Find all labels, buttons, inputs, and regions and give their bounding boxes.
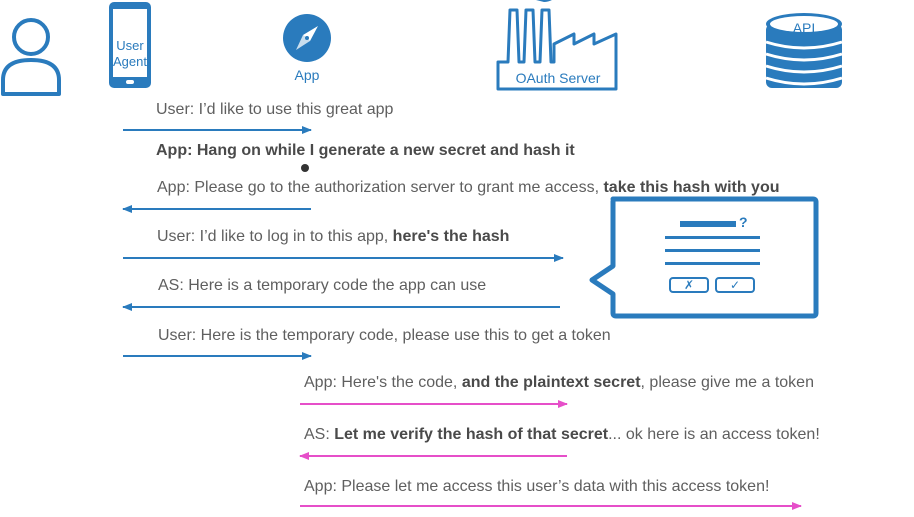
- dialog-question-mark: ?: [739, 214, 748, 230]
- message-3-part-1: App: Please go to the authorization serv…: [157, 179, 604, 196]
- api-label: API: [792, 20, 816, 36]
- message-5: AS: Here is a temporary code the app can…: [158, 277, 486, 295]
- message-5-part-1: AS: Here is a temporary code the app can…: [158, 277, 487, 294]
- message-2: App: Hang on while I generate a new secr…: [156, 142, 575, 160]
- dialog-cancel-glyph: ✗: [683, 278, 695, 292]
- message-8: AS: Let me verify the hash of that secre…: [304, 426, 820, 444]
- factory-icon: [496, 0, 618, 91]
- message-6-part-1: User: Here is the temporary code, please…: [158, 327, 611, 344]
- message-6: User: Here is the temporary code, please…: [158, 327, 611, 345]
- phone-home-button: [126, 80, 134, 84]
- message-7: App: Here's the code, and the plaintext …: [304, 374, 814, 392]
- message-9-part-1: App: Please let me access this user’s da…: [304, 478, 770, 495]
- message-7-part-3: , please give me a token: [640, 374, 814, 391]
- user-agent-label-2: Agent: [113, 54, 147, 69]
- message-8-part-3: ... ok here is an access token!: [608, 426, 820, 443]
- message-7-part-2: and the plaintext secret: [461, 374, 641, 391]
- dialog-line-1: [665, 236, 760, 239]
- message-8-part-2: Let me verify the hash of that secret: [334, 426, 609, 443]
- message-3-part-2: take this hash with you: [603, 179, 780, 196]
- message-9: App: Please let me access this user’s da…: [304, 478, 769, 496]
- compass-icon: [283, 14, 331, 62]
- cursor-dot: [301, 164, 309, 172]
- dialog-line-3: [665, 262, 760, 265]
- database-icon: [765, 13, 843, 88]
- dialog-ok-button[interactable]: [715, 277, 755, 293]
- user-icon: [1, 18, 61, 96]
- message-3: App: Please go to the authorization serv…: [157, 179, 780, 197]
- dialog-line-2: [665, 249, 760, 252]
- message-1: User: I’d like to use this great app: [156, 101, 393, 119]
- message-4-part-2: here's the hash: [392, 228, 510, 245]
- app-label: App: [294, 67, 320, 83]
- message-1-part-1: User: I’d like to use this great app: [156, 101, 394, 118]
- user-agent-phone: [109, 2, 151, 88]
- dialog-ok-glyph: ✓: [729, 278, 741, 292]
- message-4-part-1: User: I’d like to log in to this app,: [157, 228, 393, 245]
- user-agent-label-1: User: [116, 38, 144, 53]
- dialog-cancel-button[interactable]: [669, 277, 709, 293]
- dialog-title-bar: [680, 221, 736, 227]
- auth-dialog-bubble: [589, 196, 819, 319]
- message-8-part-1: AS:: [304, 426, 335, 443]
- oauth-server-label: OAuth Server: [515, 70, 601, 86]
- message-4: User: I’d like to log in to this app, he…: [157, 228, 509, 246]
- phone-screen: [113, 9, 147, 77]
- message-7-part-1: App: Here's the code,: [304, 374, 462, 391]
- message-2-part-1: App: Hang on while I generate a new secr…: [156, 142, 575, 159]
